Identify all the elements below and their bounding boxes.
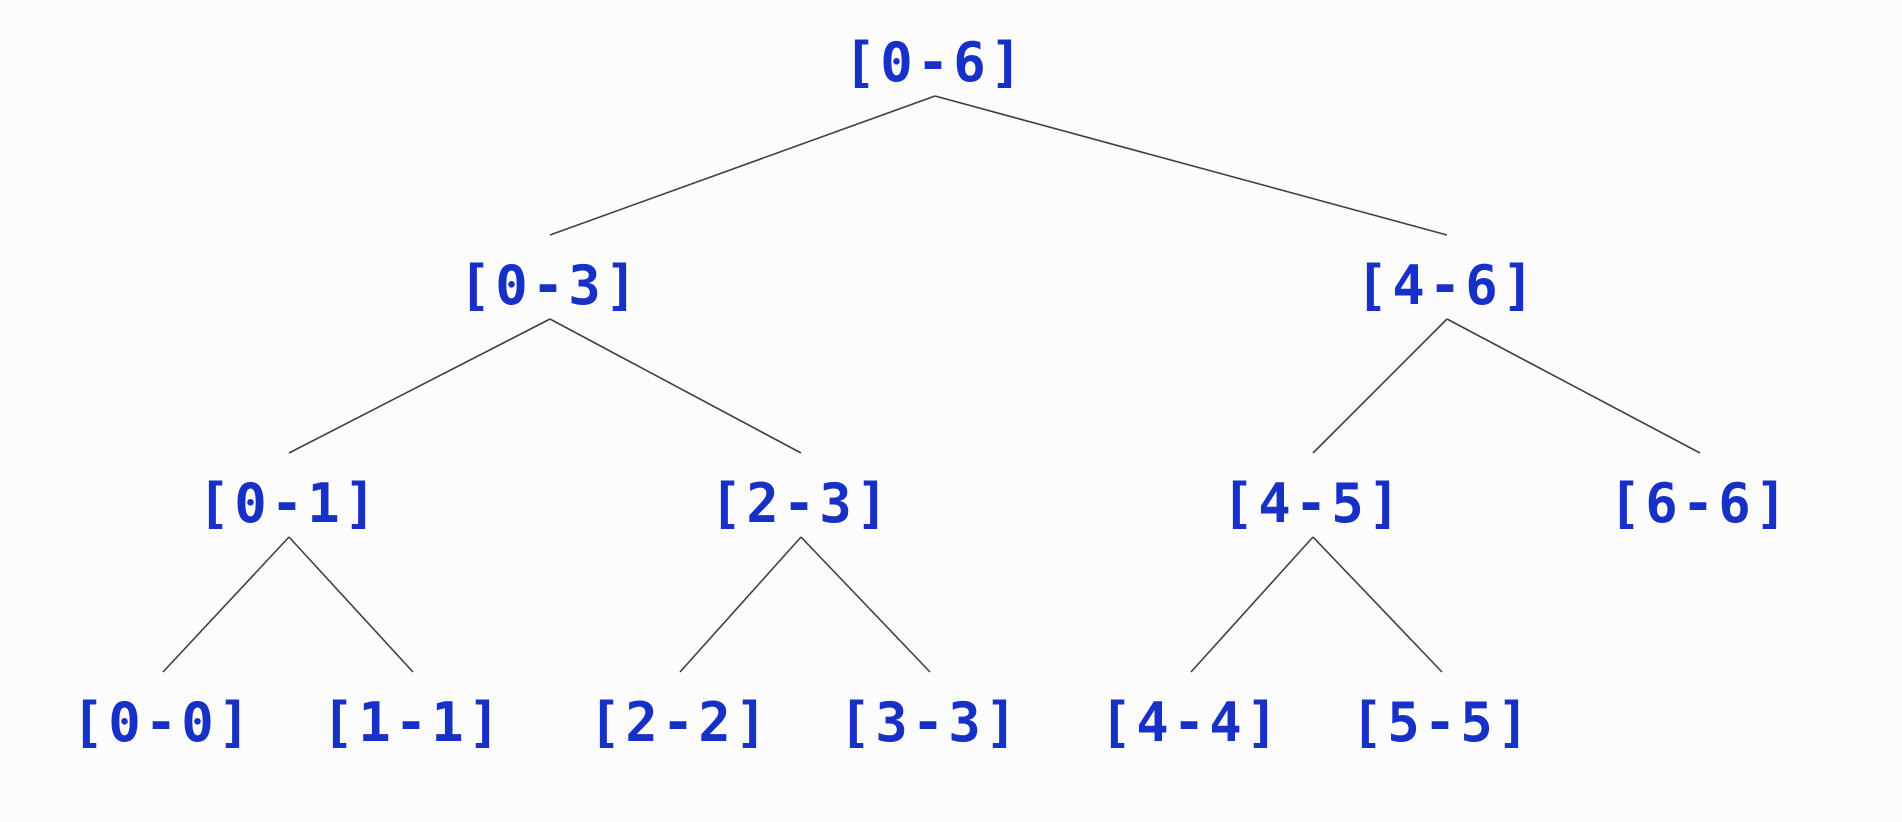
- tree-node-0-1: [0-1]: [197, 472, 381, 535]
- tree-node-4-5: [4-5]: [1221, 472, 1405, 535]
- tree-edge-2-3-to-3-3: [800, 536, 931, 673]
- tree-edge-2-3-to-2-2: [679, 536, 802, 673]
- tree-node-1-1: [1-1]: [321, 691, 505, 754]
- tree-edge-0-6-to-4-6: [934, 95, 1448, 236]
- tree-node-4-6: [4-6]: [1355, 254, 1539, 317]
- tree-edge-0-1-to-0-0: [162, 536, 290, 673]
- tree-node-2-2: [2-2]: [588, 691, 772, 754]
- tree-edge-4-5-to-5-5: [1312, 536, 1443, 673]
- tree-node-0-0: [0-0]: [71, 691, 255, 754]
- tree-edge-0-1-to-1-1: [288, 536, 414, 673]
- tree-node-2-3: [2-3]: [709, 472, 893, 535]
- tree-node-0-6: [0-6]: [843, 31, 1027, 94]
- tree-edge-0-6-to-0-3: [549, 95, 936, 236]
- tree-edge-0-3-to-2-3: [549, 318, 802, 454]
- tree-edge-4-5-to-4-4: [1190, 536, 1314, 673]
- tree-node-3-3: [3-3]: [838, 691, 1022, 754]
- tree-edge-0-3-to-0-1: [288, 318, 551, 454]
- tree-node-6-6: [6-6]: [1608, 472, 1792, 535]
- tree-node-5-5: [5-5]: [1350, 691, 1534, 754]
- tree-edge-4-6-to-4-5: [1312, 318, 1448, 454]
- tree-node-0-3: [0-3]: [458, 254, 642, 317]
- tree-node-4-4: [4-4]: [1099, 691, 1283, 754]
- tree-edge-4-6-to-6-6: [1446, 318, 1701, 454]
